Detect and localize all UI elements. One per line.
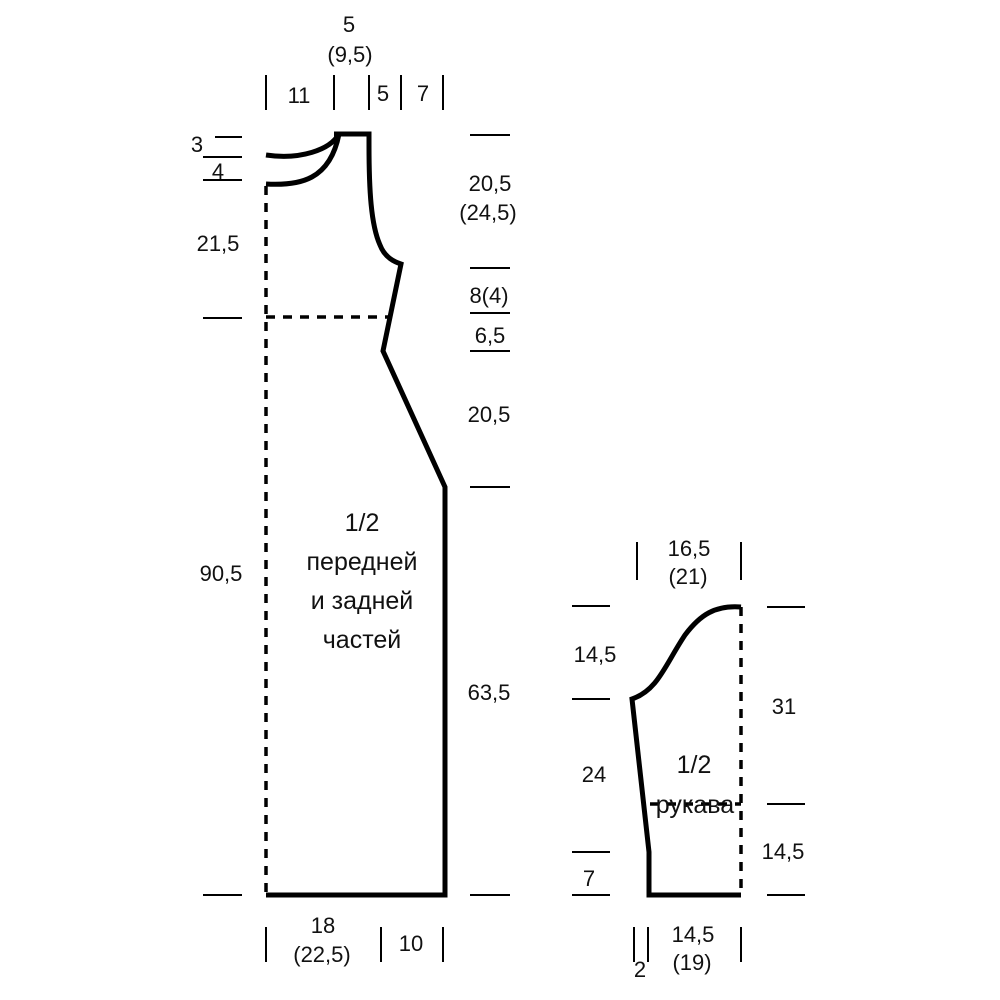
body-neck-curve-top	[265, 132, 342, 159]
right-armhole: 20,5	[469, 171, 512, 196]
bottom-side-width: 10	[399, 931, 423, 956]
right-side-seam: 63,5	[468, 680, 511, 705]
right-armhole-alt: (24,5)	[459, 200, 516, 225]
body-outline-right	[266, 131, 448, 898]
bottom-center-width: 18	[311, 913, 335, 938]
left-neck-bottom: 4	[212, 159, 224, 184]
left-total-length: 90,5	[200, 561, 243, 586]
right-upper-shaping: 8(4)	[469, 283, 508, 308]
left-neck-top: 3	[191, 132, 203, 157]
body-title-line-3: и задней	[311, 587, 414, 615]
sleeve-title-line-2: рукава	[656, 791, 735, 819]
sleeve-title-line-1: 1/2	[677, 751, 712, 779]
top-neck-label: 5	[343, 12, 355, 37]
sleeve-right-lower: 14,5	[762, 839, 805, 864]
top-left-width: 11	[288, 83, 311, 108]
body-title-line-2: передней	[307, 548, 418, 576]
sleeve-left-bottom: 7	[583, 866, 595, 891]
top-neck-label-alt: (9,5)	[327, 42, 372, 67]
right-taper: 20,5	[468, 402, 511, 427]
sleeve-bottom-cuff: 14,5	[672, 922, 715, 947]
top-shoulder-width: 5	[377, 81, 389, 106]
sleeve-top-width-alt: (21)	[668, 564, 707, 589]
sleeve-bottom-offset: 2	[634, 957, 646, 982]
body-title-line-4: частей	[323, 626, 401, 654]
bottom-center-width-alt: (22,5)	[293, 942, 350, 967]
body-title-line-1: 1/2	[345, 509, 380, 537]
sleeve-top-width: 16,5	[668, 536, 711, 561]
body-piece: 1/2 передней и задней частей 5 (9,5) 11 …	[191, 12, 517, 967]
body-neck-curve-lower	[265, 133, 342, 187]
right-lower-shaping: 6,5	[475, 323, 506, 348]
sleeve-piece: 1/2 рукава 16,5 (21) 14,5 24 7 31 14,5 2…	[572, 536, 805, 982]
top-armhole-width: 7	[417, 81, 429, 106]
sleeve-left-middle: 24	[582, 762, 606, 787]
sleeve-bottom-cuff-alt: (19)	[672, 950, 711, 975]
sleeve-right-upper: 31	[772, 694, 796, 719]
left-armhole-depth: 21,5	[197, 231, 240, 256]
sleeve-outline	[629, 604, 742, 898]
sleeve-left-cap: 14,5	[574, 642, 617, 667]
